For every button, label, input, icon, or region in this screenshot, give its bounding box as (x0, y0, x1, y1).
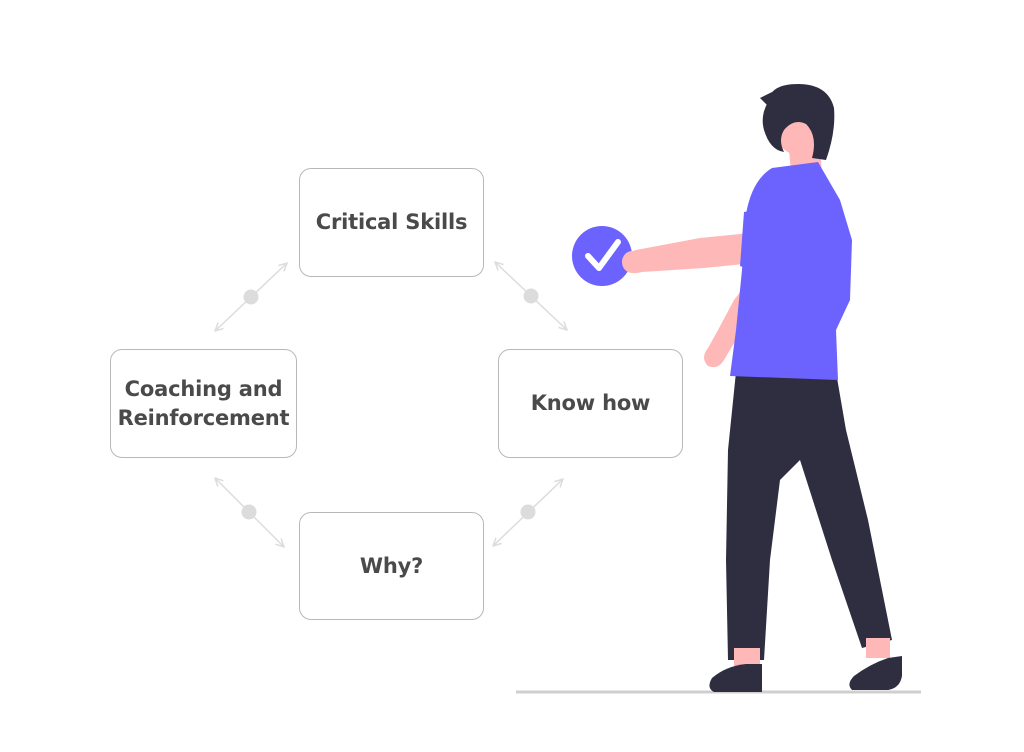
ankle (866, 638, 890, 658)
shirt (730, 162, 852, 380)
node-label: Why? (359, 553, 424, 578)
hair-tuft (760, 92, 772, 106)
connector-dot (520, 504, 536, 520)
node-label: Coaching and Reinforcement (118, 375, 290, 433)
node-critical-skills: Critical Skills (299, 168, 484, 277)
sleeve (740, 210, 790, 271)
checkmark-circle (572, 226, 632, 286)
connector-critical-knowhow (495, 262, 567, 330)
node-label: Know how (530, 391, 651, 415)
connector-coaching-critical (215, 263, 287, 331)
connector-why-coaching (215, 478, 284, 547)
node-why: Why? (299, 512, 484, 620)
shoe (709, 664, 762, 692)
node-label-line-1: Coaching and (124, 376, 283, 401)
trousers (726, 372, 892, 660)
connector-dot (523, 288, 539, 304)
shoe (849, 656, 902, 690)
checkmark-icon (585, 239, 621, 271)
hand (622, 251, 642, 273)
hair (762, 84, 835, 160)
node-know-how: Know how (498, 349, 683, 458)
connector-dot (241, 504, 257, 520)
connector-knowhow-why (493, 479, 563, 546)
checkmark-badge (572, 226, 632, 286)
connector-dot (243, 289, 259, 305)
node-coaching-reinforcement: Coaching and Reinforcement (110, 349, 297, 458)
front-arm (623, 232, 764, 274)
node-label: Critical Skills (315, 210, 468, 234)
ankle (734, 648, 760, 666)
node-label-line-2: Reinforcement (117, 405, 290, 430)
